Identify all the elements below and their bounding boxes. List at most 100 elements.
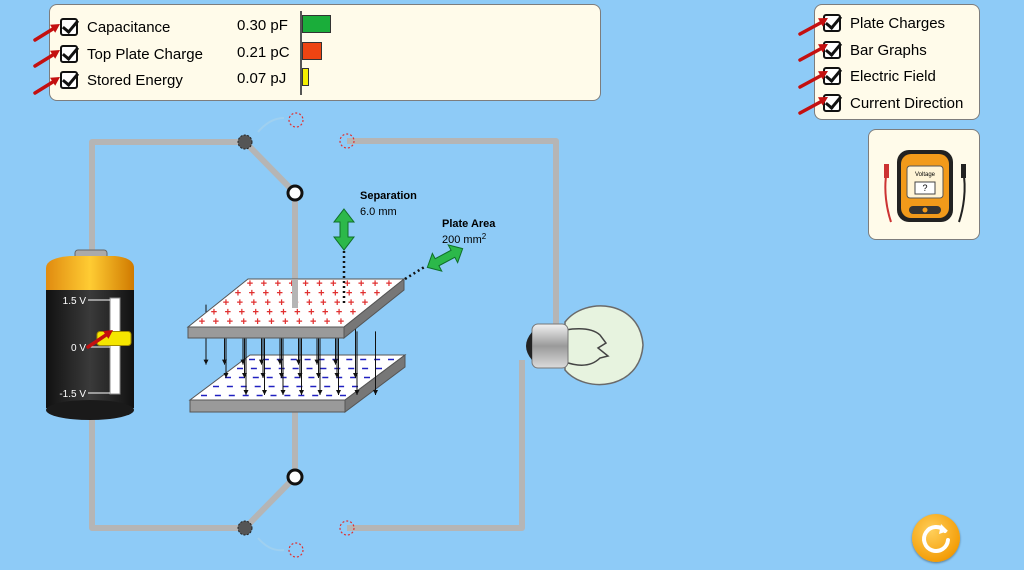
voltmeter-icon[interactable]: Voltage ? [869,130,981,241]
positive-charge: + [358,278,364,290]
electric-field-label: Electric Field [850,67,936,85]
positive-charge: + [235,287,241,299]
positive-charge: + [227,316,233,328]
positive-charge: + [344,278,350,290]
positive-charge: + [346,287,352,299]
current-direction-option[interactable]: Current Direction [823,91,963,115]
separation-drag-handle[interactable] [332,208,356,251]
voltmeter-reading: ? [922,183,927,193]
top-plate-charge-bar [302,42,322,60]
positive-charge: + [332,287,338,299]
positive-charge: + [247,278,253,290]
positive-charge: + [288,278,294,290]
positive-charge: + [330,278,336,290]
plate-area-dotted-line [404,264,427,281]
plate-charges-option[interactable]: Plate Charges [823,11,945,35]
positive-charge: + [268,316,274,328]
positive-charge: + [316,278,322,290]
top-switch-arm[interactable] [242,139,298,196]
voltmeter-label: Voltage [915,172,936,178]
positive-charge: + [290,287,296,299]
positive-charge: + [294,307,300,319]
meters-panel: Capacitance 0.30 pF Top Plate Charge 0.2… [49,4,601,101]
stored-energy-checkbox[interactable] [60,71,78,89]
positive-charge: + [237,297,243,309]
bar-graphs-checkbox[interactable] [823,41,841,59]
top-switch-contact[interactable] [237,134,253,150]
battery-voltage-slider-knob[interactable] [96,331,132,346]
positive-charge: + [374,287,380,299]
bottom-switch-contact[interactable] [237,520,253,536]
field-line-arrowhead [316,373,321,378]
field-line-arrowhead [279,373,284,378]
bottom-switch-bulb-target[interactable] [339,520,355,536]
top-plate-charge-value: 0.21 pC [237,44,290,61]
top-plate-charge-label: Top Plate Charge [87,45,203,63]
reset-button[interactable] [912,514,960,562]
positive-charge: + [308,307,314,319]
positive-charge: + [199,316,205,328]
top-plate-charge-checkbox[interactable] [60,45,78,63]
positive-charge: + [280,307,286,319]
capacitance-row: Capacitance [60,15,170,39]
plate-area-superscript: 2 [482,232,487,241]
positive-charge: + [310,316,316,328]
field-line-arrowhead [260,373,266,378]
capacitance-checkbox[interactable] [60,18,78,36]
field-line-arrowhead [314,359,320,365]
positive-charge: + [306,297,312,309]
positive-charge: + [251,297,257,309]
bottom-switch-battery-target[interactable] [288,542,304,558]
positive-charge: + [261,278,267,290]
bottom-switch-curved-arrow-icon [257,537,285,552]
positive-charge: + [213,316,219,328]
current-direction-checkbox[interactable] [823,94,841,112]
bottom-switch-arm[interactable] [242,474,298,531]
capacitance-label: Capacitance [87,18,171,36]
positive-charge: + [263,287,269,299]
positive-charge: + [296,316,302,328]
positive-charge: + [320,297,326,309]
positive-charge: + [362,297,368,309]
bar-graphs-option[interactable]: Bar Graphs [823,38,927,62]
top-switch-bulb-target[interactable] [339,133,355,149]
positive-charge: + [336,307,342,319]
plate-area-value: 200 mm [442,234,482,246]
field-line-arrowhead [336,390,341,395]
top-plate [186,277,406,340]
top-switch-battery-target[interactable] [288,112,304,128]
positive-charge: + [249,287,255,299]
plate-area-value-text: 200 mm2 [442,232,487,246]
field-line-arrowhead [280,390,286,395]
positive-charge: + [292,297,298,309]
stored-energy-bar [302,68,309,86]
field-line-arrowhead [242,373,247,378]
top-plate-charge-row: Top Plate Charge [60,42,203,66]
positive-charge: + [338,316,344,328]
positive-charge: + [372,278,378,290]
positive-charge: + [360,287,366,299]
positive-charge: + [302,278,308,290]
positive-charge: + [266,307,272,319]
field-line-arrowhead [262,390,267,395]
capacitance-bar [302,15,331,33]
field-line-arrowhead [353,373,358,378]
positive-charge: + [240,316,246,328]
separation-title: Separation [360,190,417,202]
top-plate-positive-charges: ++++++++++++++++++++++++++++++++++++++++… [199,278,392,328]
positive-charge: + [254,316,260,328]
battery-zero-label: 0 V [71,343,86,354]
electric-field-lines [203,304,378,395]
positive-charge: + [278,297,284,309]
positive-charge: + [225,307,231,319]
electric-field-option[interactable]: Electric Field [823,64,936,88]
battery-max-label: 1.5 V [63,296,87,307]
plate-area-drag-handle[interactable] [423,240,468,276]
current-direction-label: Current Direction [850,94,964,112]
electric-field-checkbox[interactable] [823,67,841,85]
field-line-arrowhead [333,359,338,365]
stored-energy-value: 0.07 pJ [237,70,287,87]
battery-min-label: -1.5 V [59,389,86,400]
field-line-arrowhead [334,373,340,378]
plate-charges-checkbox[interactable] [823,14,841,32]
